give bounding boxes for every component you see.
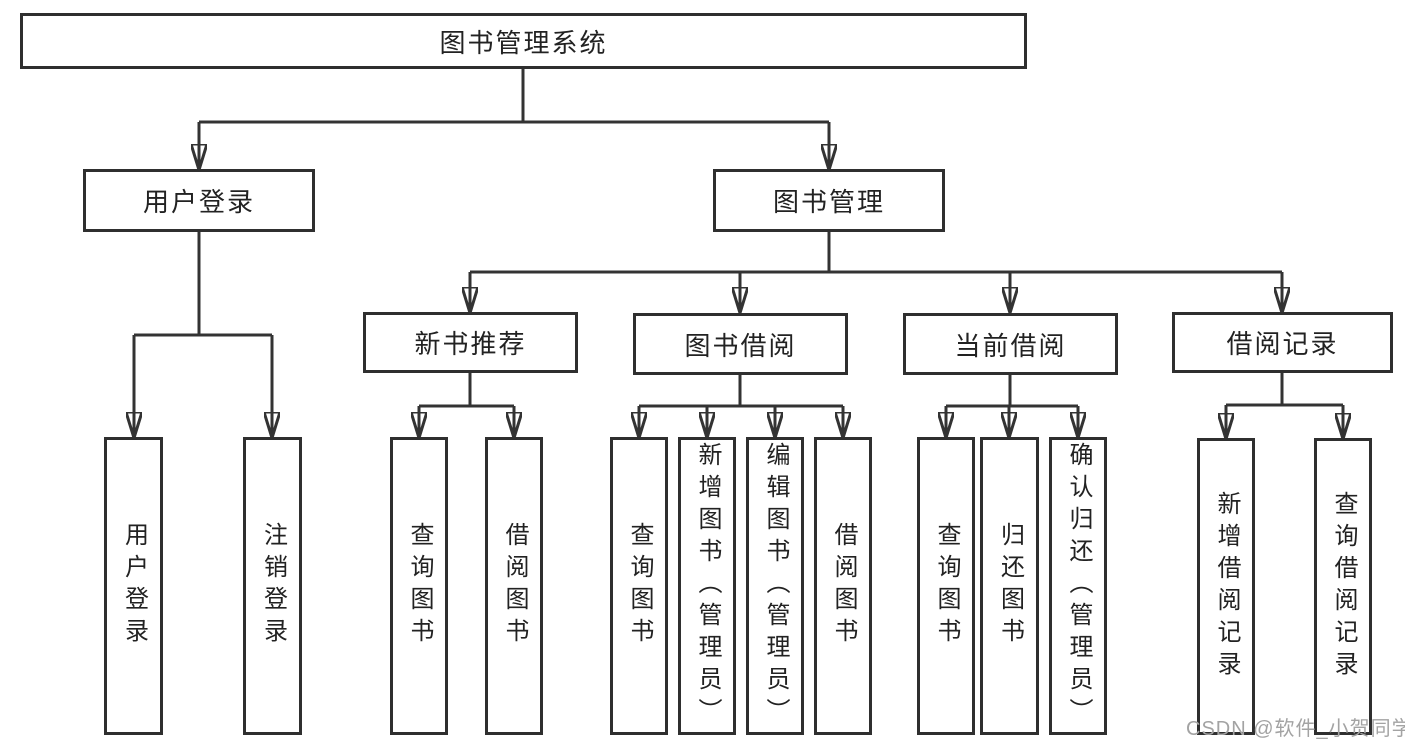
node-borrowing-records-label: 借阅记录 xyxy=(1226,329,1339,359)
node-book-management: 图书管理 xyxy=(713,169,945,232)
node-library-management-system: 图书管理系统 xyxy=(20,13,1027,69)
node-bb-edit-books-admin: 编辑图书（管理员） xyxy=(746,437,804,735)
node-leaf-logout: 注销登录 xyxy=(243,437,302,735)
node-bb-query-books-label: 查询图书 xyxy=(626,522,653,650)
node-cb-confirm-return-admin: 确认归还（管理员） xyxy=(1049,437,1107,735)
node-nbr-query-books: 查询图书 xyxy=(390,437,448,735)
csdn-watermark: CSDN @软件_小贺同学 xyxy=(1186,718,1405,740)
node-library-management-system-label: 图书管理系统 xyxy=(439,27,608,58)
node-leaf-user-login: 用户登录 xyxy=(104,437,163,735)
node-nbr-borrow-books-label: 借阅图书 xyxy=(501,522,528,650)
node-cb-return-books-label: 归还图书 xyxy=(996,522,1024,650)
node-user-login: 用户登录 xyxy=(83,169,315,232)
node-bb-add-books-admin-label: 新增图书（管理员） xyxy=(694,442,721,730)
node-book-borrowing-label: 图书借阅 xyxy=(684,330,797,361)
node-cb-query-books-label: 查询图书 xyxy=(933,522,960,650)
node-br-query-record: 查询借阅记录 xyxy=(1314,438,1372,735)
node-bb-query-books: 查询图书 xyxy=(610,437,668,735)
node-user-login-label: 用户登录 xyxy=(142,187,255,217)
node-leaf-logout-label: 注销登录 xyxy=(259,522,287,650)
node-new-book-recommendation-label: 新书推荐 xyxy=(414,329,527,359)
node-nbr-query-books-label: 查询图书 xyxy=(406,522,433,650)
node-cb-query-books: 查询图书 xyxy=(917,437,975,735)
node-leaf-user-login-label: 用户登录 xyxy=(120,522,148,650)
node-cb-confirm-return-admin-label: 确认归还（管理员） xyxy=(1065,442,1092,730)
node-br-query-record-label: 查询借阅记录 xyxy=(1330,490,1357,683)
node-book-borrowing: 图书借阅 xyxy=(633,313,848,375)
node-new-book-recommendation: 新书推荐 xyxy=(363,312,578,373)
node-bb-edit-books-admin-label: 编辑图书（管理员） xyxy=(762,442,789,730)
node-bb-borrow-books-label: 借阅图书 xyxy=(830,522,857,650)
node-cb-return-books: 归还图书 xyxy=(980,437,1039,735)
node-br-add-record: 新增借阅记录 xyxy=(1197,438,1255,735)
node-nbr-borrow-books: 借阅图书 xyxy=(485,437,543,735)
node-br-add-record-label: 新增借阅记录 xyxy=(1213,490,1240,683)
node-borrowing-records: 借阅记录 xyxy=(1172,312,1393,373)
node-book-management-label: 图书管理 xyxy=(772,187,885,217)
node-current-borrowing: 当前借阅 xyxy=(903,313,1118,375)
node-bb-borrow-books: 借阅图书 xyxy=(814,437,872,735)
node-bb-add-books-admin: 新增图书（管理员） xyxy=(678,437,736,735)
node-current-borrowing-label: 当前借阅 xyxy=(954,330,1067,361)
